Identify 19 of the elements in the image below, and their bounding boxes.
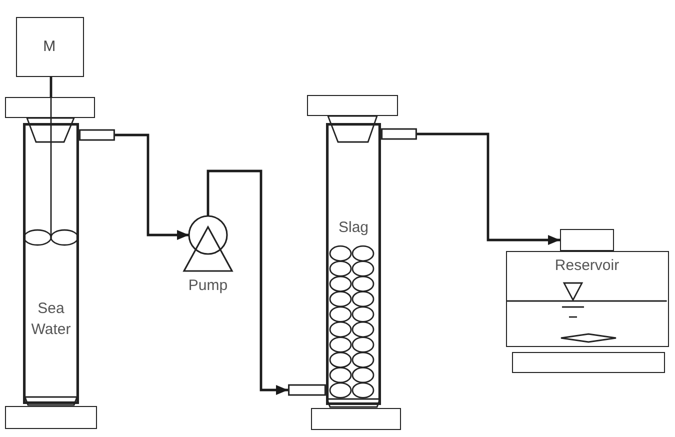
- slag-column: [288, 123, 417, 405]
- pump-label: Pump: [188, 276, 228, 296]
- column-label: Slag: [338, 218, 369, 238]
- reservoir-tank: [506, 251, 669, 347]
- stirrer-plate: [512, 352, 665, 373]
- stirrer-shaft: [50, 77, 52, 97]
- tank-label: Reservoir: [554, 256, 620, 276]
- flow-arrow: [206, 170, 288, 395]
- base-plate: [5, 406, 97, 429]
- tank-inlet: [560, 229, 614, 251]
- base-plate: [311, 408, 401, 430]
- motor-box: [16, 17, 84, 77]
- column-cap: [307, 95, 398, 116]
- water-column: [23, 123, 115, 404]
- motor-label: M: [43, 37, 56, 57]
- flow-arrow: [417, 132, 560, 245]
- column-label: Sea Water: [30, 299, 72, 340]
- flow-arrow: [115, 134, 189, 240]
- column-cap: [5, 97, 95, 118]
